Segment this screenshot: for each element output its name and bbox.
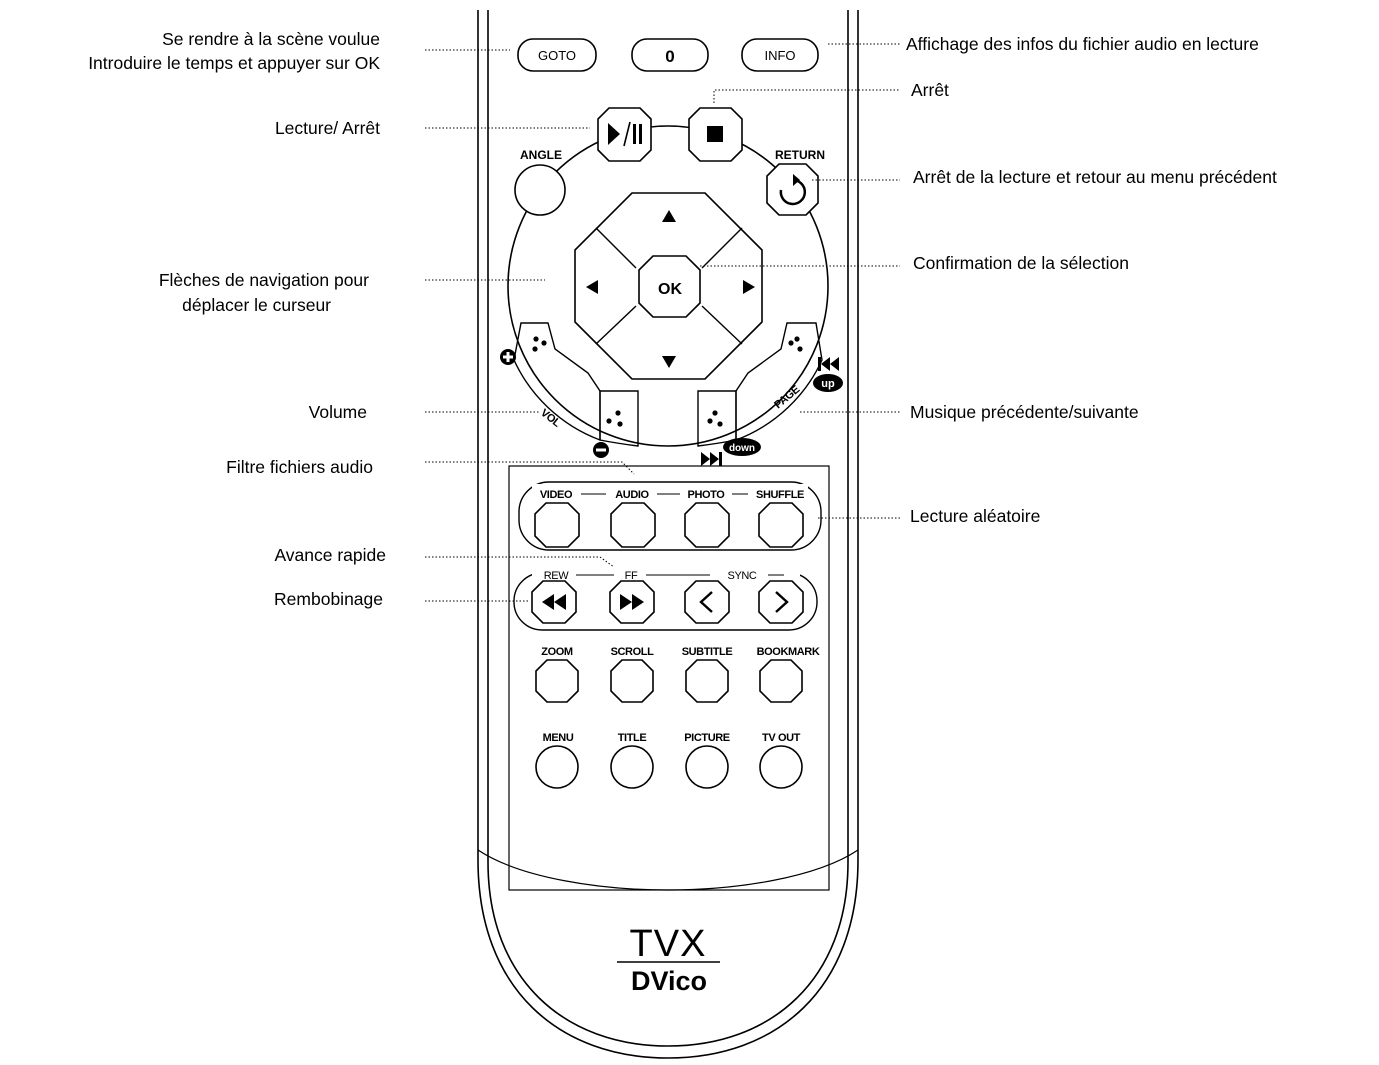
svg-text:DVico: DVico (631, 966, 707, 996)
brand-logo: TVX DVico (617, 923, 720, 996)
callout-volume: Volume (309, 402, 367, 422)
up-arrow-icon[interactable] (662, 210, 676, 222)
ok-button[interactable]: OK (638, 255, 701, 318)
volume-up-button[interactable] (513, 322, 601, 442)
sync-forward-button[interactable] (758, 580, 804, 624)
svg-text:OK: OK (658, 281, 682, 298)
callout-return: Arrêt de la lecture et retour au menu pr… (913, 167, 1277, 187)
dpad (574, 192, 763, 380)
title-button[interactable] (610, 745, 654, 789)
tv-out-button[interactable] (759, 745, 803, 789)
zero-button[interactable]: 0 (631, 38, 709, 72)
video-label: VIDEO (540, 489, 573, 501)
callout-navigation-line1: Flèches de navigation pour (159, 270, 369, 290)
svg-text:INFO: INFO (764, 48, 795, 63)
subtitle-label: SUBTITLE (682, 646, 733, 658)
down-arrow-icon[interactable] (662, 356, 676, 368)
up-badge-icon: up (813, 374, 843, 392)
play-icon (608, 123, 620, 145)
info-button[interactable]: INFO (741, 38, 819, 72)
skip-previous-icon (818, 357, 839, 371)
picture-button[interactable] (685, 745, 729, 789)
audio-button[interactable] (610, 502, 656, 548)
return-icon (779, 178, 807, 206)
svg-text:down: down (729, 443, 755, 454)
callout-shuffle: Lecture aléatoire (910, 506, 1040, 526)
callout-goto-line2: Introduire le temps et appuyer sur OK (88, 53, 380, 73)
svg-text:0: 0 (665, 47, 674, 66)
chevron-left-icon (699, 591, 713, 613)
return-button[interactable] (766, 163, 819, 216)
bookmark-button[interactable] (759, 659, 803, 703)
photo-button[interactable] (684, 502, 730, 548)
callout-audio-filter: Filtre fichiers audio (226, 457, 373, 477)
right-arrow-icon[interactable] (743, 280, 755, 294)
svg-text:GOTO: GOTO (538, 48, 576, 63)
left-arrow-icon[interactable] (586, 280, 598, 294)
slash-icon (623, 121, 631, 147)
photo-label: PHOTO (688, 489, 726, 501)
fast-forward-button[interactable] (609, 580, 655, 624)
navigation-ring (507, 125, 829, 447)
angle-button[interactable] (514, 164, 566, 216)
leader-lines (425, 43, 900, 602)
scroll-label: SCROLL (611, 646, 655, 658)
vol-label: VOL (538, 407, 563, 430)
pause-icon (633, 124, 636, 144)
callout-rewind: Rembobinage (274, 589, 383, 609)
sync-back-button[interactable] (684, 580, 730, 624)
callout-navigation-line2: déplacer le curseur (182, 295, 331, 315)
chevron-right-icon (775, 591, 789, 613)
play-pause-button[interactable] (597, 107, 652, 162)
zoom-label: ZOOM (541, 646, 573, 658)
callout-fast-forward: Avance rapide (274, 545, 386, 565)
title-label: TITLE (618, 732, 647, 744)
stop-icon (707, 126, 723, 142)
rewind-button[interactable] (531, 580, 577, 624)
rewind-icon (542, 594, 554, 610)
zoom-button[interactable] (535, 659, 579, 703)
angle-label: ANGLE (520, 148, 562, 162)
stop-button[interactable] (688, 107, 743, 162)
svg-text:TVX: TVX (630, 923, 707, 965)
skip-next-icon (701, 452, 722, 466)
svg-text:up: up (821, 378, 835, 390)
callout-page: Musique précédente/suivante (910, 402, 1139, 422)
plus-icon (500, 349, 516, 365)
lower-panel (508, 465, 830, 891)
ff-label: FF (625, 570, 638, 582)
volume-down-button[interactable] (599, 390, 639, 447)
tv-out-label: TV OUT (762, 732, 801, 744)
menu-button[interactable] (535, 745, 579, 789)
minus-icon (593, 442, 609, 458)
down-badge-icon: down (723, 438, 761, 456)
callout-info: Affichage des infos du fichier audio en … (906, 34, 1259, 54)
sync-label: SYNC (728, 570, 757, 582)
shuffle-button[interactable] (758, 502, 804, 548)
media-group-frame (518, 481, 822, 551)
callout-goto-line1: Se rendre à la scène voulue (162, 29, 380, 49)
audio-label: AUDIO (615, 489, 649, 501)
picture-label: PICTURE (684, 732, 730, 744)
scroll-button[interactable] (610, 659, 654, 703)
goto-button[interactable]: GOTO (517, 38, 597, 72)
return-label: RETURN (775, 148, 825, 162)
bookmark-label: BOOKMARK (757, 646, 820, 658)
callout-play-pause: Lecture/ Arrêt (275, 118, 380, 138)
menu-label: MENU (543, 732, 574, 744)
callout-ok: Confirmation de la sélection (913, 253, 1129, 273)
callout-stop: Arrêt (911, 80, 949, 100)
subtitle-button[interactable] (685, 659, 729, 703)
rew-label: REW (544, 570, 569, 582)
video-button[interactable] (534, 502, 580, 548)
shuffle-label: SHUFFLE (756, 489, 804, 501)
fast-forward-icon (620, 594, 632, 610)
page-up-button[interactable] (735, 322, 823, 442)
